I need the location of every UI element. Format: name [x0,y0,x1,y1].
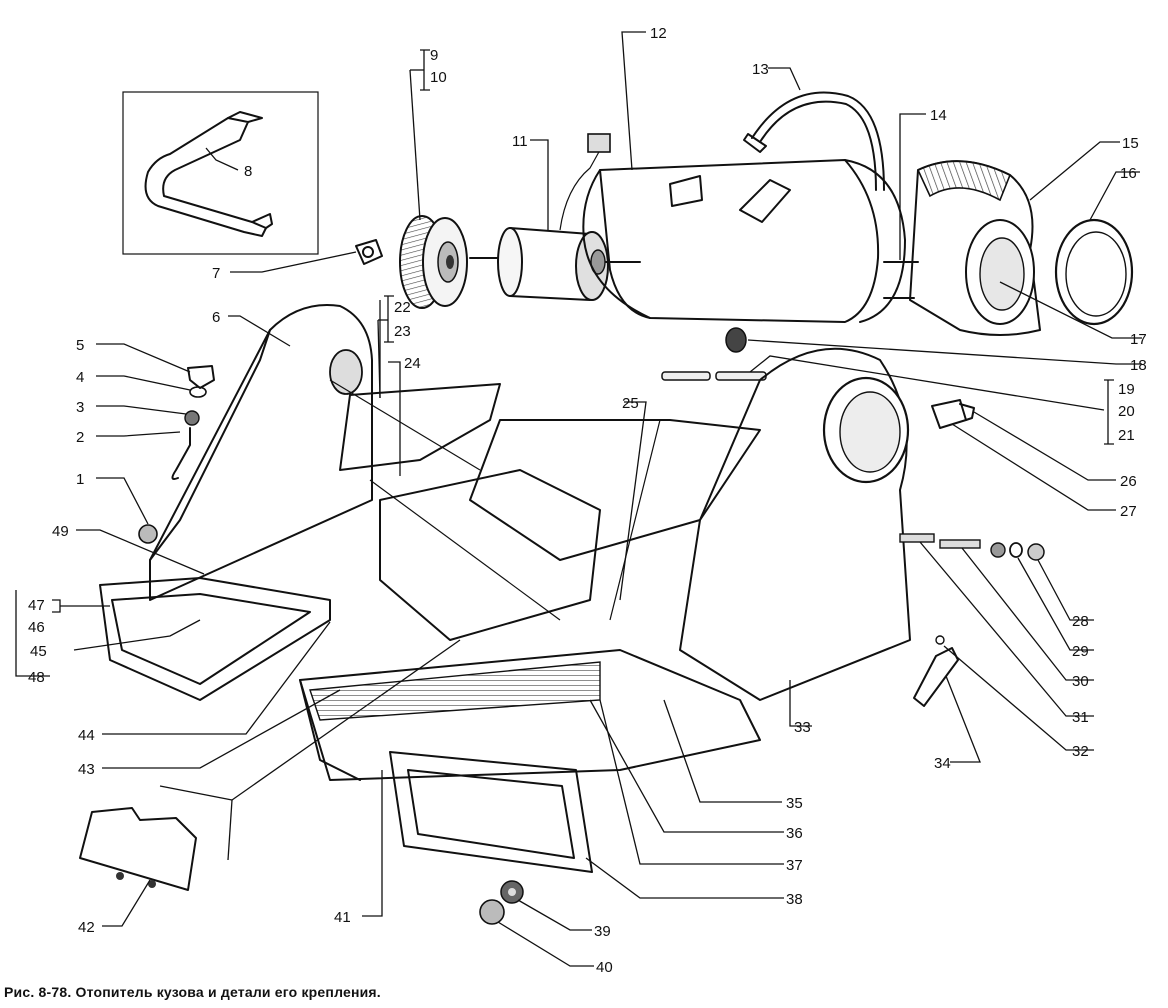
label-21: 21 [1118,427,1135,444]
label-38: 38 [786,891,803,908]
label-18: 18 [1130,357,1147,374]
label-26: 26 [1120,473,1137,490]
outlet-frame-part [389,751,593,873]
label-25: 25 [622,395,639,412]
heater-body-part [99,304,911,781]
label-47: 47 [28,597,45,614]
label-29: 29 [1072,643,1089,660]
label-33: 33 [794,719,811,736]
label-20: 20 [1118,403,1135,420]
label-44: 44 [78,727,95,744]
label-23: 23 [394,323,411,340]
label-45: 45 [30,643,47,660]
end-housing-part [883,160,1041,336]
label-15: 15 [1122,135,1139,152]
label-42: 42 [78,919,95,936]
label-5: 5 [76,337,84,354]
label-27: 27 [1120,503,1137,520]
label-17: 17 [1130,331,1147,348]
label-2: 2 [76,429,84,446]
label-24: 24 [404,355,421,372]
label-34: 34 [934,755,951,772]
label-43: 43 [78,761,95,778]
bracket-lines [15,49,1114,861]
label-37: 37 [786,857,803,874]
cap-nut-part [479,899,505,925]
label-19: 19 [1118,381,1135,398]
label-36: 36 [786,825,803,842]
label-3: 3 [76,399,84,416]
label-10: 10 [430,69,447,86]
label-39: 39 [594,923,611,940]
label-13: 13 [752,61,769,78]
ring-part [1054,218,1134,326]
nut-part [500,880,524,904]
label-14: 14 [930,107,947,124]
bolts-right-part [899,533,1045,561]
label-28: 28 [1072,613,1089,630]
label-46: 46 [28,619,45,636]
strap-part [743,91,885,191]
label-31: 31 [1072,709,1089,726]
connector-part [931,399,975,429]
clip-part [355,239,383,265]
label-7: 7 [212,265,220,282]
label-9: 9 [430,47,438,64]
label-1: 1 [76,471,84,488]
label-8: 8 [244,163,252,180]
label-11: 11 [512,133,528,150]
bracket-part [79,807,197,891]
plug-part [725,327,747,353]
label-40: 40 [596,959,613,976]
label-32: 32 [1072,743,1089,760]
label-12: 12 [650,25,667,42]
lever-part [913,635,959,707]
label-22: 22 [394,299,411,316]
label-16: 16 [1120,165,1137,182]
label-41: 41 [334,909,351,926]
label-6: 6 [212,309,220,326]
label-4: 4 [76,369,84,386]
fasteners-left-part [138,365,215,544]
hex-key-part [122,91,319,255]
callout-leaders [52,31,1142,967]
fan-housing-part [582,159,906,323]
callout-labels: 1 2 3 4 5 6 7 8 9 10 11 12 13 14 15 16 1… [28,25,1147,976]
label-35: 35 [786,795,803,812]
label-30: 30 [1072,673,1089,690]
electric-motor-part [469,133,641,301]
label-48: 48 [28,669,45,686]
figure-caption: Рис. 8-78. Отопитель кузова и детали его… [4,984,381,1000]
pins-part [661,371,767,381]
fan-wheel-part [399,215,468,309]
label-49: 49 [52,523,69,540]
